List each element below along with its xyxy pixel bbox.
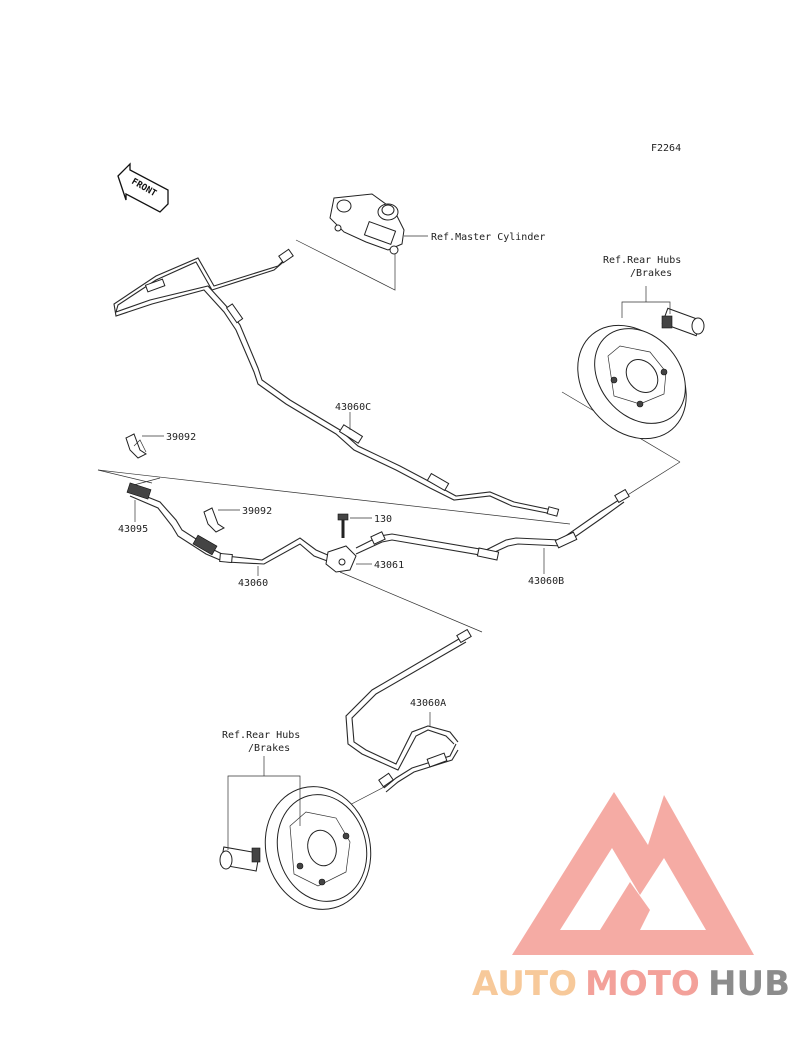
clip-39092-b: [203, 507, 240, 533]
guide-lines: [97, 391, 681, 633]
watermark-auto: AUTO: [472, 964, 577, 1004]
wheel-cylinder-bottom: [219, 846, 261, 872]
ref-rear-hubs-top-line2: /Brakes: [630, 268, 672, 279]
rear-brake-assembly-bottom: [219, 756, 372, 910]
figure-code: F2264: [651, 143, 681, 154]
master-cylinder: [295, 193, 428, 291]
hose-43095: [126, 482, 223, 561]
watermark-logo: [512, 792, 754, 955]
watermark-moto: MOTO: [585, 964, 700, 1004]
ref-master-cylinder-label: Ref.Master Cylinder: [431, 232, 545, 243]
watermark-triangle-outer: [512, 792, 754, 955]
ref-rear-hubs-bottom-line1: Ref.Rear Hubs: [222, 730, 300, 741]
wheel-cylinder-top: [661, 307, 705, 337]
part-43095-label: 43095: [118, 524, 148, 535]
part-43060A-label: 43060A: [410, 698, 446, 709]
pipe-43060B: [355, 488, 630, 574]
watermark-triangle-notch: [600, 882, 650, 930]
watermark-hub: HUB: [708, 964, 790, 1004]
ref-rear-hubs-bottom-line2: /Brakes: [248, 743, 290, 754]
clip-39092-a: [125, 433, 164, 459]
bolt-130: [337, 513, 372, 538]
part-43060B-label: 43060B: [528, 576, 564, 587]
pipe-43060: [219, 537, 331, 576]
pipe-43060A: [339, 628, 472, 811]
part-39092-a-label: 39092: [166, 432, 196, 443]
ref-rear-hubs-top-line1: Ref.Rear Hubs: [603, 255, 681, 266]
part-43060-label: 43060: [238, 578, 268, 589]
front-arrow-icon: FRONT: [117, 162, 169, 213]
pipe-43060C: [113, 248, 560, 517]
part-43061-label: 43061: [374, 560, 404, 571]
junction-43061: [325, 545, 372, 573]
part-43060C-label: 43060C: [335, 402, 371, 413]
watermark-text: AUTO MOTO HUB: [472, 964, 790, 1004]
rear-brake-assembly-top: [577, 286, 705, 440]
part-130-label: 130: [374, 514, 392, 525]
part-39092-b-label: 39092: [242, 506, 272, 517]
